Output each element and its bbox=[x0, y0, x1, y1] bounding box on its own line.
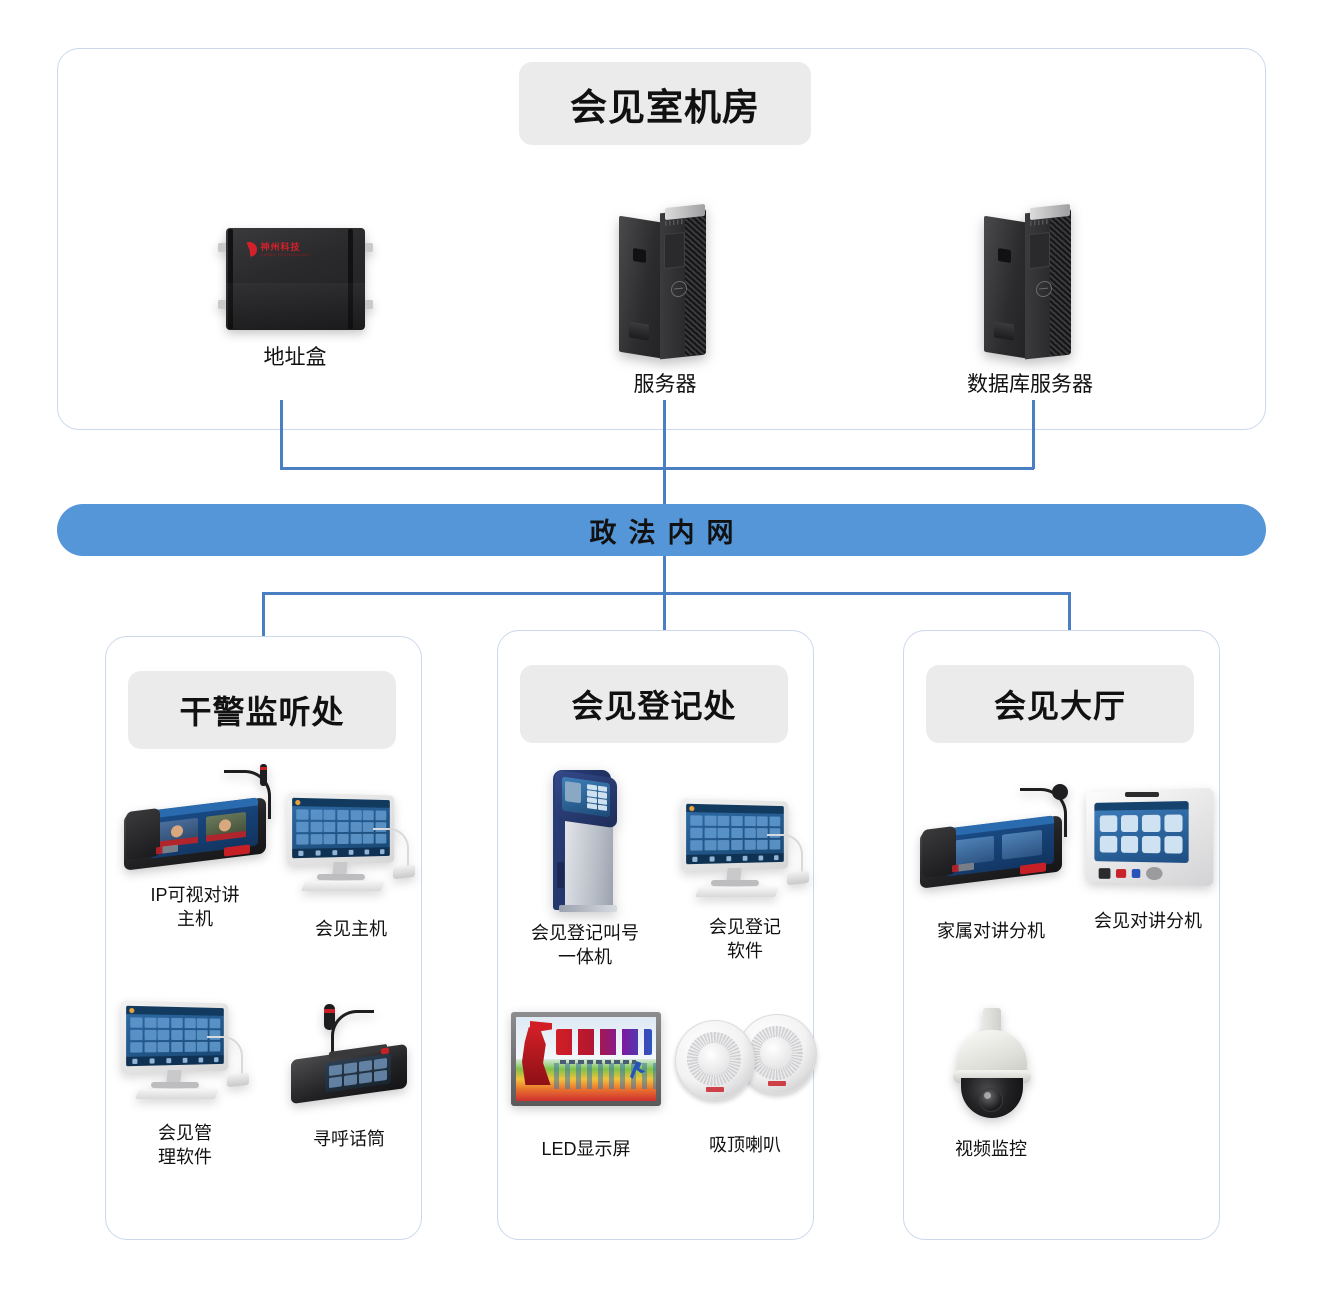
connector-section-c bbox=[1068, 592, 1071, 632]
device-registration-software: 会见登记 软件 bbox=[672, 798, 818, 964]
family-intercom-console-icon bbox=[916, 784, 1068, 894]
device-meeting-management-software: 会见管 理软件 bbox=[112, 1000, 258, 1170]
led-display-icon bbox=[511, 1012, 661, 1106]
connector-section-b bbox=[663, 592, 666, 632]
device-meeting-host: 会见主机 bbox=[278, 792, 424, 942]
device-paging-microphone: 寻呼话筒 bbox=[276, 1004, 422, 1152]
device-server: 服务器 bbox=[575, 203, 755, 399]
device-meeting-intercom-wallpad: 会见对讲分机 bbox=[1078, 787, 1218, 934]
section-title-registration: 会见登记处 bbox=[520, 665, 788, 743]
tower-server-icon bbox=[984, 203, 1076, 363]
device-label: 数据库服务器 bbox=[967, 373, 1093, 396]
server-room-title: 会见室机房 bbox=[519, 62, 811, 145]
connector-db-server bbox=[1032, 400, 1035, 469]
device-label: 会见对讲分机 bbox=[1094, 911, 1202, 931]
device-video-surveillance: 视频监控 bbox=[918, 1008, 1064, 1162]
section-title-police-monitoring: 干警监听处 bbox=[128, 671, 396, 749]
device-label: LED显示屏 bbox=[541, 1139, 631, 1159]
device-led-display: LED显示屏 bbox=[511, 1012, 661, 1162]
device-label: 会见登记 软件 bbox=[709, 917, 781, 961]
ptz-dome-camera-icon bbox=[939, 1008, 1043, 1126]
connector-netbar-drop bbox=[663, 556, 666, 594]
connector-server bbox=[663, 400, 666, 504]
meeting-intercom-wallpad-icon bbox=[1081, 787, 1215, 888]
network-bar-label: 政法内网 bbox=[589, 517, 746, 548]
ip-video-intercom-console-icon bbox=[120, 764, 271, 876]
device-ceiling-speaker: 吸顶喇叭 bbox=[672, 1010, 818, 1158]
connector-bus-bottom bbox=[262, 592, 1070, 595]
registration-kiosk-icon bbox=[539, 769, 631, 912]
device-database-server: 数据库服务器 bbox=[940, 203, 1120, 399]
tower-server-icon bbox=[619, 203, 711, 363]
device-family-intercom: 家属对讲分机 bbox=[915, 784, 1068, 944]
device-label: 会见主机 bbox=[315, 919, 387, 939]
all-in-one-computer-icon bbox=[281, 792, 421, 896]
ceiling-speaker-icon bbox=[675, 1010, 817, 1102]
connector-bus-top bbox=[280, 467, 1034, 470]
connector-section-a bbox=[262, 592, 265, 638]
device-label: 会见管 理软件 bbox=[158, 1123, 212, 1167]
device-label: 地址盒 bbox=[263, 346, 327, 369]
all-in-one-computer-icon bbox=[115, 1000, 255, 1104]
device-registration-kiosk: 会见登记叫号 一体机 bbox=[512, 769, 658, 970]
connector-address-box bbox=[280, 400, 283, 469]
device-label: 会见登记叫号 一体机 bbox=[531, 923, 639, 967]
device-ip-video-intercom: IP可视对讲 主机 bbox=[117, 764, 273, 932]
device-label: 家属对讲分机 bbox=[937, 921, 1045, 941]
device-label: 服务器 bbox=[633, 373, 697, 396]
paging-microphone-icon bbox=[285, 1004, 413, 1106]
device-label: 寻呼话筒 bbox=[313, 1129, 385, 1149]
section-title-meeting-hall: 会见大厅 bbox=[926, 665, 1194, 743]
device-label: 吸顶喇叭 bbox=[709, 1135, 781, 1155]
device-label: 视频监控 bbox=[955, 1139, 1027, 1159]
all-in-one-computer-icon bbox=[675, 798, 815, 902]
device-label: IP可视对讲 主机 bbox=[150, 885, 240, 929]
network-bar: 政法内网 bbox=[57, 504, 1266, 556]
